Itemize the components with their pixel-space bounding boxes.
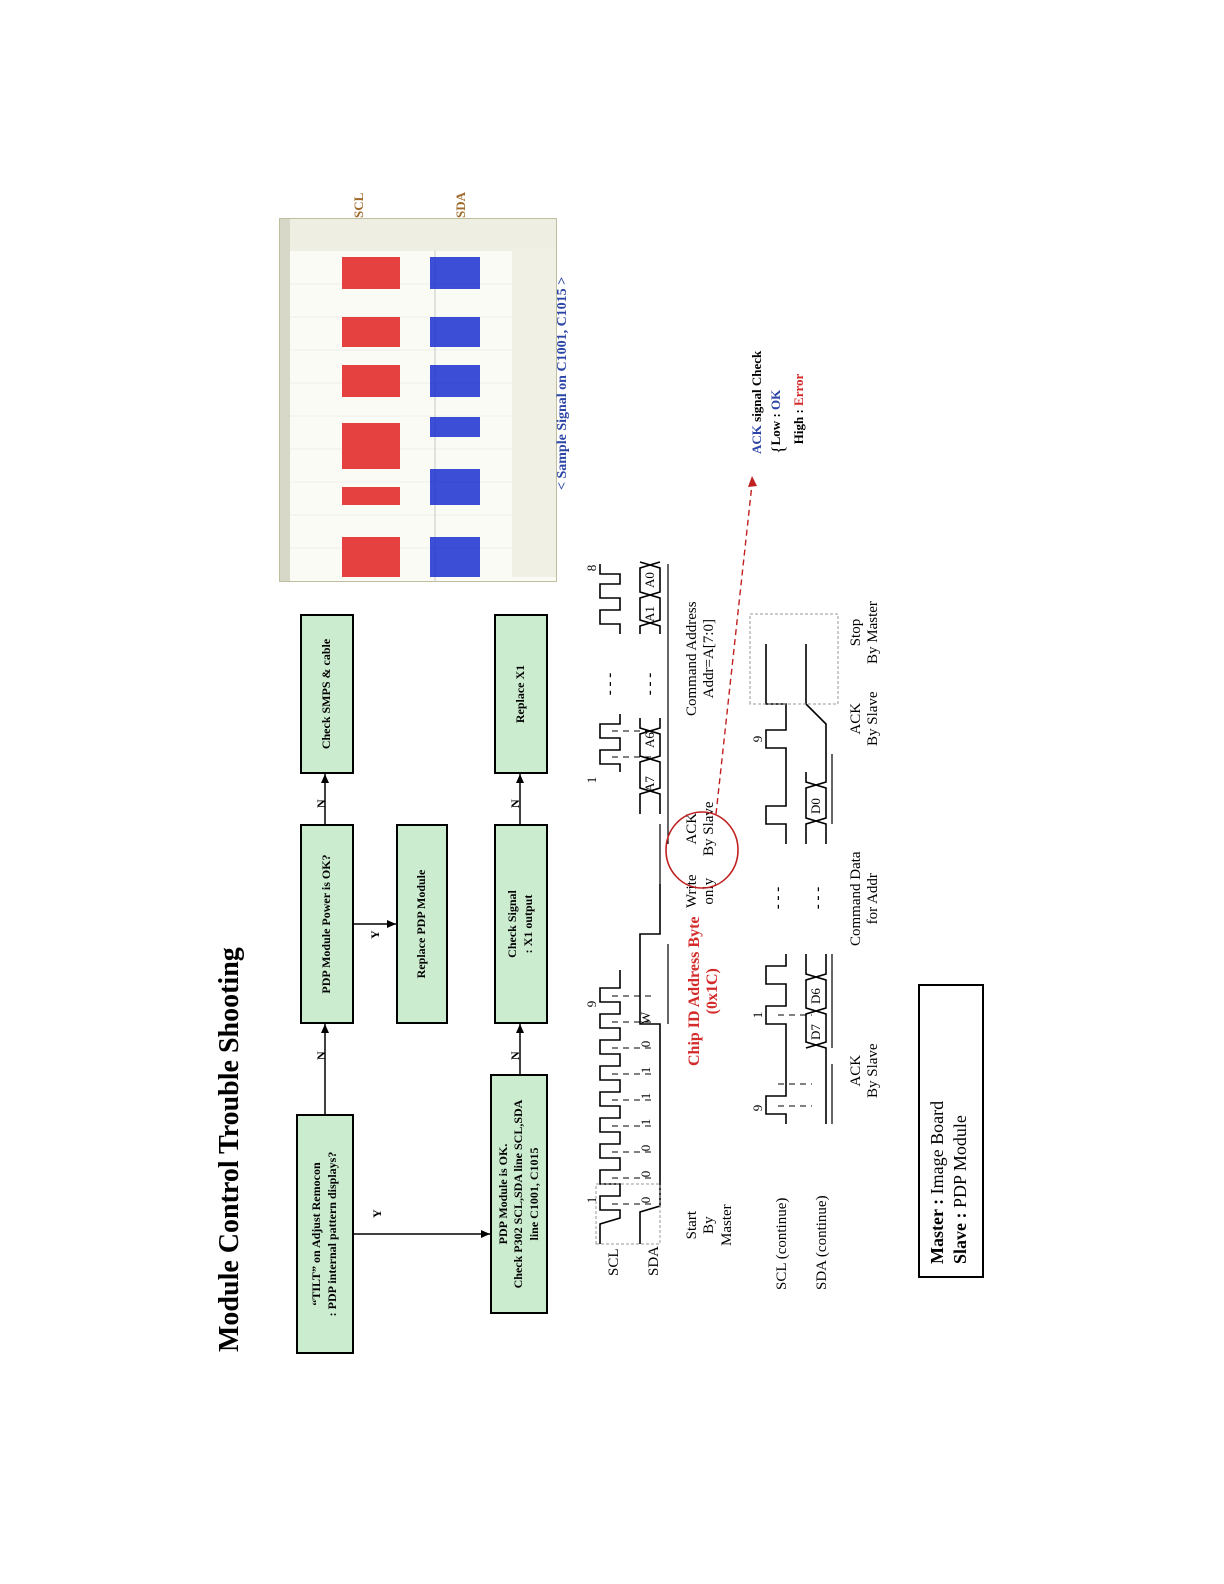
legend-master-value: Image Board: [927, 1100, 947, 1195]
dots-scl-row1: - - -: [602, 673, 618, 696]
bit-a7: A7: [642, 776, 657, 792]
bit-a6: A6: [642, 732, 657, 748]
legend-box: Master : Image Board Slave : PDP Module: [918, 984, 984, 1278]
bit-d6: D6: [808, 988, 823, 1004]
scope-scl-burst-4: [342, 317, 400, 347]
dots-sda-row1: - - -: [642, 673, 658, 696]
scl-continue-waveform-2: [765, 644, 787, 844]
arrowhead-2: [321, 774, 329, 783]
bit-label-0: 0: [638, 1197, 653, 1204]
sda-addr-waveform-2b: [639, 561, 661, 634]
bit-a1: A1: [642, 606, 657, 622]
ack-check-ack: ACK: [749, 425, 764, 454]
legend-slave-value: PDP Module: [950, 1115, 971, 1208]
scope-scl-label: SCL: [351, 192, 366, 218]
bit-label-4: 1: [638, 1093, 653, 1100]
scope-sda-label: SDA: [453, 191, 468, 218]
clock-num-row2-9a: 9: [750, 1105, 765, 1112]
start-highlight-box: [595, 1183, 661, 1245]
scope-traces: [280, 219, 556, 581]
scope-sidebar: [290, 219, 556, 251]
bit-label-7: W: [638, 1011, 653, 1024]
scl-waveform-part2: [599, 714, 621, 772]
scope-sda-burst-3: [430, 365, 480, 397]
ack-high-label: High :: [790, 405, 806, 445]
arrowhead-1: [321, 1024, 329, 1033]
dots-sda-row2: - - -: [810, 887, 826, 910]
bit-label-2: 0: [638, 1145, 653, 1152]
scope-sda-burst-2: [430, 417, 480, 437]
sda-continue-waveform-2: [805, 772, 827, 844]
bit-d0: D0: [808, 798, 823, 814]
bit-label-1: 0: [638, 1171, 653, 1178]
scl-waveform-part1: [599, 970, 621, 1244]
scope-scl-burst-0: [342, 537, 400, 577]
clock-num-row2-1: 1: [750, 1012, 765, 1019]
ack-high-value: Error: [790, 373, 806, 406]
scope-scl-burst-3: [342, 365, 400, 397]
ack-check-arrow: [715, 483, 753, 815]
clock-num-row2-9b: 9: [750, 736, 765, 743]
bit-a0: A0: [642, 572, 657, 588]
oscilloscope-screenshot: [279, 218, 557, 582]
scope-caption: < Sample Signal on C1001, C1015 >: [555, 276, 570, 490]
bit-label-6: 0: [638, 1041, 653, 1048]
stop-highlight-box: [749, 613, 839, 705]
arrowhead-5: [516, 1024, 524, 1033]
scope-scl-burst-2: [342, 423, 400, 469]
legend-master-label: Master :: [927, 1198, 947, 1264]
arrowhead-6: [516, 774, 524, 783]
clock-num-9: 9: [584, 1001, 599, 1008]
bit-label-5: 1: [638, 1067, 653, 1074]
scope-sda-burst-4: [430, 317, 480, 347]
ack-check-arrowhead: [748, 476, 757, 487]
sda-addr-waveform-1b: [639, 718, 661, 814]
ack-highlight-circle: [665, 811, 739, 889]
dots-scl-row2: - - -: [770, 887, 786, 910]
ack-low-value: OK: [767, 389, 783, 410]
sda-addr-waveform-2: [639, 561, 661, 634]
scope-sda-burst-0: [430, 537, 480, 577]
scope-sda-burst-5: [430, 257, 480, 289]
scope-sda-burst-1: [430, 469, 480, 505]
scope-scl-burst-1: [342, 487, 400, 505]
arrowhead-3: [387, 920, 396, 928]
sda-continue-waveform-2b: [805, 644, 827, 844]
ack-low-label: Low :: [767, 409, 783, 446]
sda-continue-waveform-1b: [805, 954, 827, 1049]
scl-waveform-part3: [599, 564, 621, 634]
clock-num-start: 1: [584, 1197, 599, 1204]
arrowhead-4: [481, 1230, 490, 1238]
ack-check-block: ACK signal Check {Low : OK High : Error: [749, 350, 806, 454]
scope-scl-burst-5: [342, 257, 400, 289]
clock-num-addr-1: 1: [584, 777, 599, 784]
sda-chip-id-waveform: [639, 884, 661, 1244]
clock-num-8: 8: [584, 565, 599, 572]
bit-label-3: 1: [638, 1119, 653, 1126]
legend-slave-label: Slave :: [950, 1212, 971, 1265]
bit-d7: D7: [808, 1024, 823, 1040]
scope-readout-panel: [512, 247, 556, 577]
scl-continue-waveform-1: [765, 954, 787, 1124]
scope-menubar: [280, 219, 290, 581]
ack-check-title: signal Check: [749, 350, 764, 422]
